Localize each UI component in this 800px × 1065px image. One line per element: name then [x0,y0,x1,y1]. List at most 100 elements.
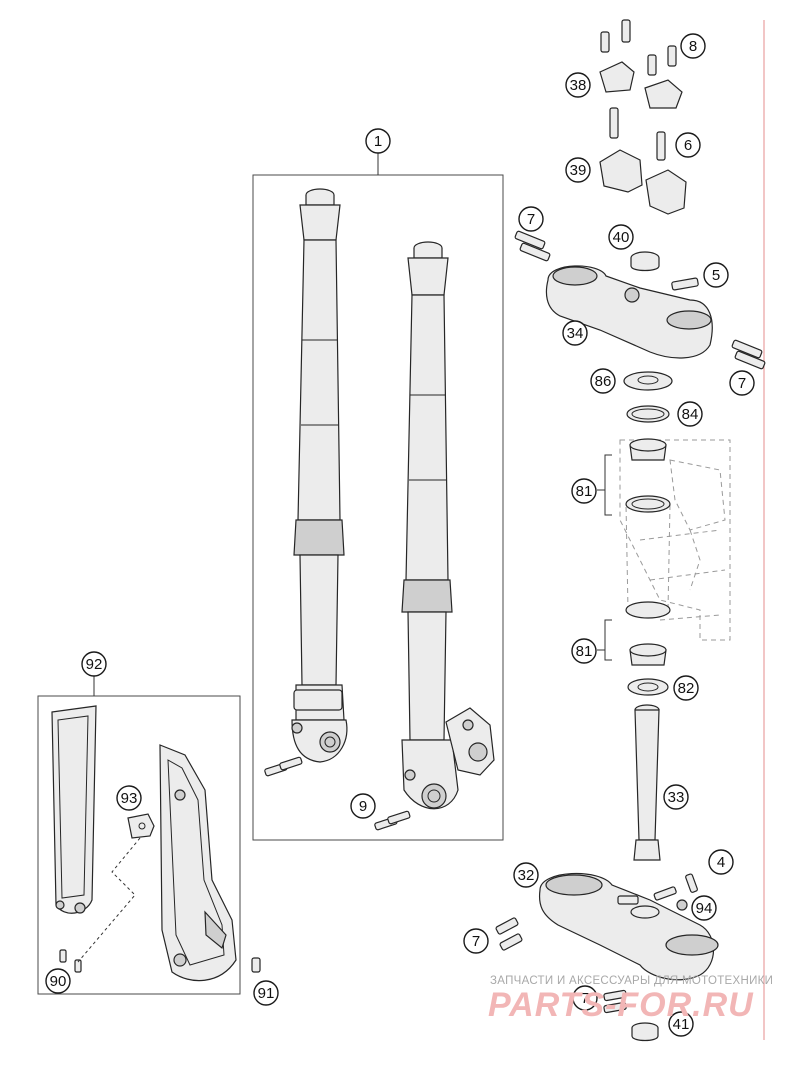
callout-circle [680,33,706,59]
callout-39: 39 [565,157,591,183]
callout-circle [518,206,544,232]
callout-40: 40 [608,224,634,250]
callout-number: 7 [581,990,589,1007]
callout-circle [572,985,598,1011]
bearing-lower-81 [629,643,667,666]
callout-number: 9 [359,798,367,815]
bearing-upper-81 [629,438,667,461]
callout-7: 7 [729,370,755,396]
callout-circle [703,262,729,288]
axle-clamp-bolts [264,756,411,831]
callout-number: 5 [712,267,720,284]
callout-number: 1 [374,133,382,150]
leader-lines [77,153,612,963]
callout-circle [350,793,376,819]
callout-number: 94 [696,900,713,917]
stem-nut [630,251,660,272]
callout-86: 86 [590,368,616,394]
handlebar-clamp-upper [599,61,683,109]
callout-number: 7 [738,375,746,392]
seal-ring-84 [626,405,670,423]
callout-circle [253,980,279,1006]
fork-guard-box [37,695,241,995]
steering-head-tube [625,495,671,619]
callout-81: 81 [571,638,597,664]
callout-9: 9 [350,793,376,819]
callout-circle [562,320,588,346]
callout-circle [608,224,634,250]
callout-circle [668,1011,694,1037]
callout-circle [729,370,755,396]
fork-guard-left [51,705,97,914]
callout-circle [590,368,616,394]
callout-84: 84 [677,401,703,427]
stem-bolt-41 [631,1022,659,1042]
frame-outline [619,439,731,641]
callout-number: 91 [258,985,275,1002]
callout-circle [571,478,597,504]
callout-circle [463,928,489,954]
callout-circle [565,157,591,183]
callout-number: 7 [527,211,535,228]
callout-circle [675,132,701,158]
callout-number: 38 [570,77,587,94]
callout-number: 39 [570,162,587,179]
callout-38: 38 [565,72,591,98]
callout-90: 90 [45,968,71,994]
callout-7: 7 [572,985,598,1011]
callout-6: 6 [675,132,701,158]
callout-number: 84 [682,406,699,423]
seal-ring-82 [627,678,669,696]
callout-number: 93 [121,790,138,807]
callout-number: 92 [86,656,103,673]
callout-circle [365,128,391,154]
callout-circle [673,675,699,701]
callout-number: 41 [673,1016,690,1033]
lower-triple-clamp [495,872,719,1014]
callout-91: 91 [253,980,279,1006]
callout-number: 7 [472,933,480,950]
fork-leg-right [401,241,495,810]
fork-guard-right [159,744,237,982]
callout-number: 86 [595,373,612,390]
watermark-tagline: ЗАПЧАСТИ И АКСЕССУАРЫ ДЛЯ МОТОТЕХНИКИ [490,975,773,987]
upper-triple-clamp [514,230,766,370]
callout-5: 5 [703,262,729,288]
callout-number: 82 [678,680,695,697]
callout-1: 1 [365,128,391,154]
callout-92: 92 [81,651,107,677]
callout-94: 94 [691,895,717,921]
callout-number: 81 [576,483,593,500]
callout-7: 7 [463,928,489,954]
callout-circle [708,849,734,875]
callout-93: 93 [116,785,142,811]
watermark-logo-text: PARTS-FOR.RU [488,986,754,1024]
callout-82: 82 [673,675,699,701]
callout-41: 41 [668,1011,694,1037]
callout-34: 34 [562,320,588,346]
callout-7: 7 [518,206,544,232]
callout-circle [571,638,597,664]
callout-33: 33 [663,784,689,810]
callout-circle [663,784,689,810]
callout-81: 81 [571,478,597,504]
callout-4: 4 [708,849,734,875]
clamp-bolt-5 [671,277,699,291]
callout-number: 32 [518,867,535,884]
guard-clip-93 [127,813,155,839]
callout-circle [513,862,539,888]
callout-circle [691,895,717,921]
callout-number: 8 [689,38,697,55]
dust-cover-86 [623,371,673,391]
callout-number: 4 [717,854,725,871]
callout-number: 6 [684,137,692,154]
callout-number: 40 [613,229,630,246]
handlebar-clamp-lower [599,149,687,215]
fork-leg-left [291,188,348,763]
handlebar-clamp-bolts [600,19,677,161]
callout-8: 8 [680,33,706,59]
callout-circle [116,785,142,811]
callout-circle [81,651,107,677]
